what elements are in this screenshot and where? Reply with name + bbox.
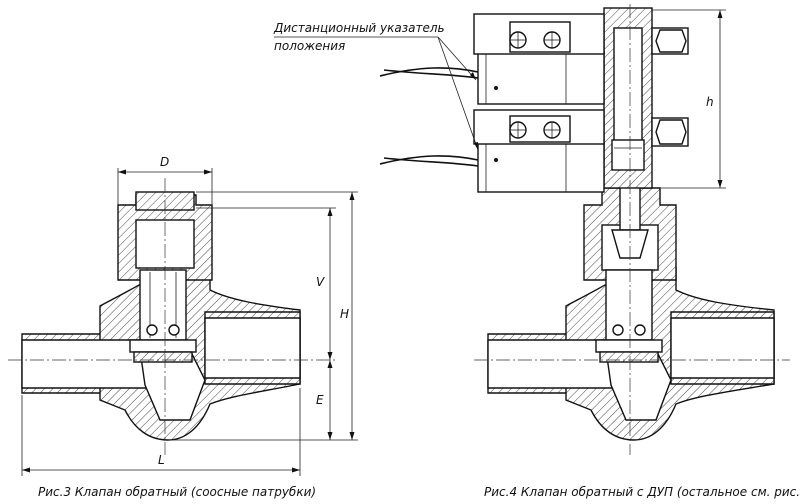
dimension-L: L	[21, 388, 301, 476]
dimension-V: V	[196, 207, 336, 360]
callout-line-1: Дистанционный указатель	[273, 21, 445, 35]
upper-position-sensor	[379, 13, 605, 105]
disc-fig3	[129, 269, 197, 363]
dim-label-V: V	[316, 275, 325, 289]
valve-body-fig4	[487, 174, 775, 441]
figure-4-check-valve-with-indicator: Дистанционный указатель положения h Рис.…	[273, 4, 800, 499]
figure-4-caption: Рис.4 Клапан обратный с ДУП (остальное с…	[484, 485, 800, 499]
dim-label-L: L	[158, 453, 165, 467]
dimension-E: E	[316, 360, 333, 440]
figure-3-caption: Рис.3 Клапан обратный (соосные патрубки)	[38, 485, 316, 499]
callout-line-2: положения	[274, 39, 345, 53]
dimension-D: D	[117, 155, 213, 205]
figure-3-check-valve: D L V H	[8, 155, 358, 499]
lower-position-sensor	[379, 109, 605, 193]
dimension-h: h	[652, 9, 726, 189]
dim-label-h: h	[706, 95, 714, 109]
dim-label-H: H	[340, 307, 349, 321]
dim-label-E: E	[316, 393, 324, 407]
valve-body-fig3	[21, 191, 301, 441]
dimension-H: H	[168, 191, 358, 441]
callout-position-indicator: Дистанционный указатель положения	[273, 21, 479, 151]
indicator-column	[603, 7, 689, 189]
dim-label-D: D	[160, 155, 169, 169]
